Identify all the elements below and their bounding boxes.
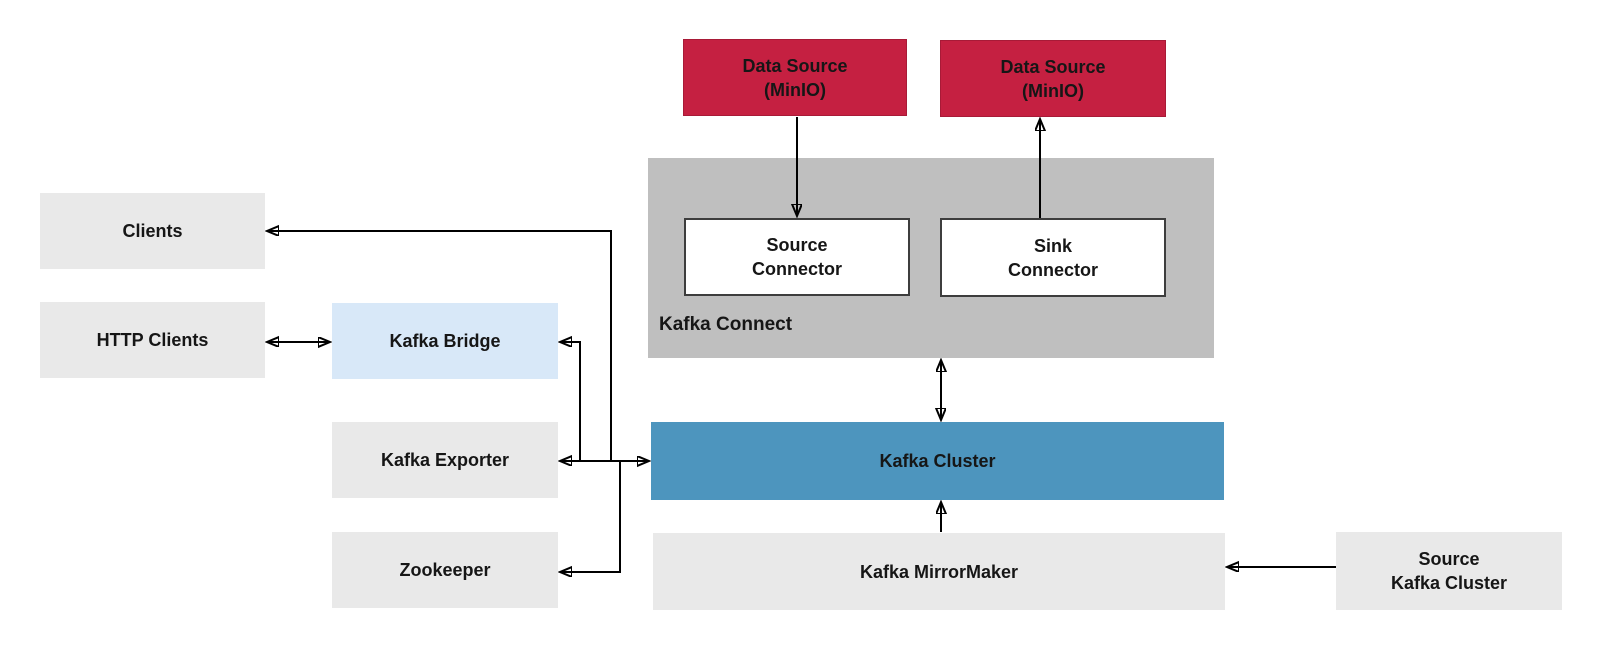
sink-connector-box: Sink Connector xyxy=(940,218,1166,297)
source-kafka-cluster-box: Source Kafka Cluster xyxy=(1336,532,1562,610)
zookeeper-label: Zookeeper xyxy=(399,560,491,580)
kafka-cluster-box: Kafka Cluster xyxy=(651,422,1224,500)
kafka-exporter-label: Kafka Exporter xyxy=(380,450,510,470)
source-connector-label: Source Connector xyxy=(752,235,842,279)
kafka-mirrormaker-box: Kafka MirrorMaker xyxy=(653,533,1225,610)
clients-label: Clients xyxy=(122,221,183,241)
arrow-cluster-line-to-zookeeper xyxy=(560,461,621,572)
kafka-bridge-box: Kafka Bridge xyxy=(332,303,558,379)
data-source-minio-right-label: Data Source (MinIO) xyxy=(1000,56,1106,101)
data-source-minio-left-box: Data Source (MinIO) xyxy=(683,39,907,116)
data-source-minio-right-box: Data Source (MinIO) xyxy=(940,40,1166,117)
kafka-connect-label: Kafka Connect xyxy=(659,314,793,335)
kafka-bridge-label: Kafka Bridge xyxy=(389,331,501,351)
kafka-mirrormaker-label: Kafka MirrorMaker xyxy=(859,561,1019,582)
sink-connector-label: Sink Connector xyxy=(1008,235,1098,280)
source-kafka-cluster-label: Source Kafka Cluster xyxy=(1390,549,1508,593)
arrow-cluster-line-to-kafka-bridge xyxy=(560,342,581,461)
source-connector-box: Source Connector xyxy=(684,218,910,296)
http-clients-label: HTTP Clients xyxy=(96,330,209,350)
zookeeper-box: Zookeeper xyxy=(332,532,558,608)
kafka-cluster-label: Kafka Cluster xyxy=(879,451,996,471)
data-source-minio-left-label: Data Source (MinIO) xyxy=(742,55,848,100)
clients-box: Clients xyxy=(40,193,265,269)
http-clients-box: HTTP Clients xyxy=(40,302,265,378)
kafka-exporter-box: Kafka Exporter xyxy=(332,422,558,498)
